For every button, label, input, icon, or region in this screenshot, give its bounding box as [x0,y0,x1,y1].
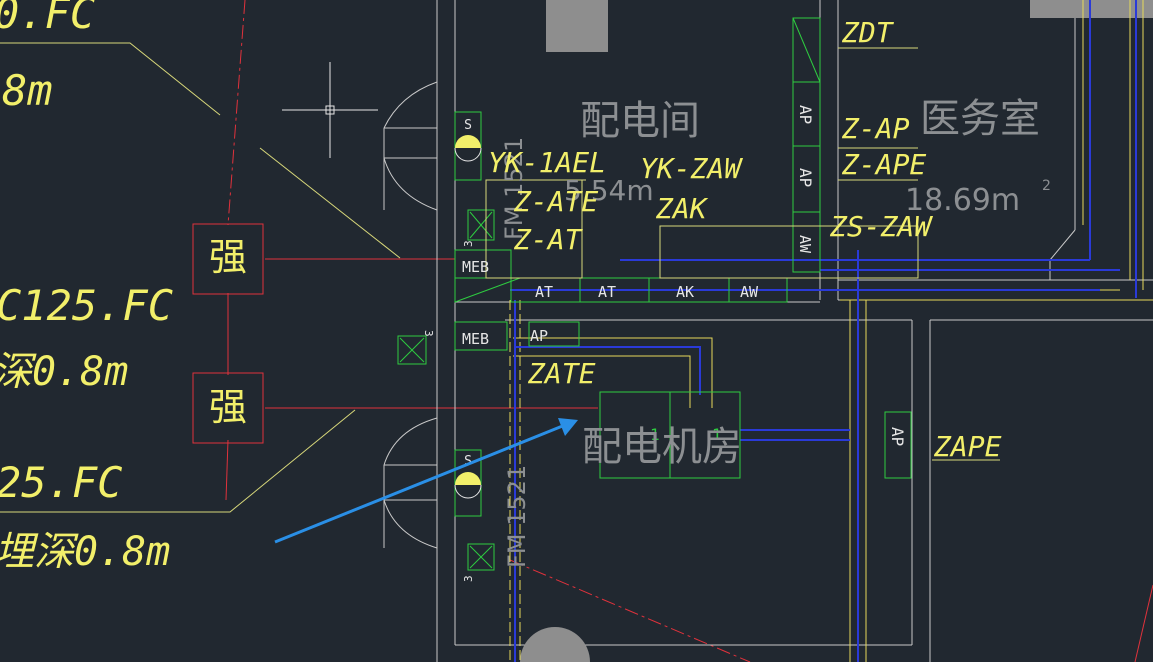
leader-lines [0,42,401,513]
fan-number-2: 3 [422,330,435,337]
room-medical-area: 18.69m [905,183,1020,218]
at-label-2: AT [598,283,616,301]
label-z-ap: Z-AP [841,112,910,145]
label-zdt: ZDT [841,16,895,49]
label-zape: ZAPE [933,430,1002,463]
column-top-right [1030,0,1153,18]
column-top [546,0,608,52]
at-label-1: AT [535,283,553,301]
area-superscript: 2 [1042,178,1051,194]
ap-label-1: AP [796,105,815,124]
red-cable-lines [225,0,1153,662]
label-zs-zaw: ZS-ZAW [829,210,933,243]
aw-label: AW [740,283,759,301]
strong-mark-2: 强 [209,385,247,429]
label-zak: ZAK [655,192,709,225]
room-medical-office: 医务室 [920,96,1040,142]
strong-mark-1: 强 [209,235,247,279]
door-top [383,81,438,211]
aw-vertical-label: AW [796,235,814,254]
crosshair-cursor [282,62,378,158]
ap-small-label: AP [530,327,548,345]
svg-text:S: S [464,118,472,133]
annotation-arrow [274,418,578,544]
label-yk-1ael: YK-1AEL [488,146,606,179]
label-z-ate: Z-ATE [513,185,598,218]
ap-right-label: AP [888,427,907,446]
label-zate: ZATE [527,357,596,390]
meb-label-2: MEB [462,330,489,348]
left-label-bottom-depth: 埋深0.8m [0,529,170,575]
ap-label-2: AP [796,168,815,187]
door-code-1: FM 1521 [500,137,528,240]
light-fixture-2: S [454,454,482,499]
machine-num-2: 1 [712,425,722,444]
label-z-at: Z-AT [513,223,584,256]
room-machine-room: 配电机房 [582,424,742,470]
strong-mark-box-1 [192,223,264,295]
door-bottom [383,417,438,549]
ak-label: AK [676,283,694,301]
label-z-ape: Z-APE [841,148,926,181]
fan-number-1: 3 [462,240,475,247]
blue-cable-runs [510,0,1137,662]
meb-label-1: MEB [462,258,489,276]
left-label-top-depth: 8m [2,66,53,115]
room-power-room-area: 5.54m [564,174,654,207]
strong-mark-box-2 [192,372,264,444]
left-label-mid-depth: 深0.8m [0,349,128,395]
svg-text:S: S [464,454,472,469]
room-power-room: 配电间 [580,98,700,144]
yellow-outline-boxes [485,47,1000,461]
light-fixture-1: S [454,118,482,162]
left-label-top-spec: 0.FC [0,0,95,38]
left-label-mid-spec: C125.FC [0,281,173,330]
machine-num-1: 1 [650,425,660,444]
left-label-bottom-spec: 25.FC [0,458,122,507]
door-code-2: FM 1521 [503,465,531,568]
label-yk-zaw: YK-ZAW [640,152,743,185]
fan-number-3: 3 [462,575,475,582]
column-bottom [520,627,590,662]
